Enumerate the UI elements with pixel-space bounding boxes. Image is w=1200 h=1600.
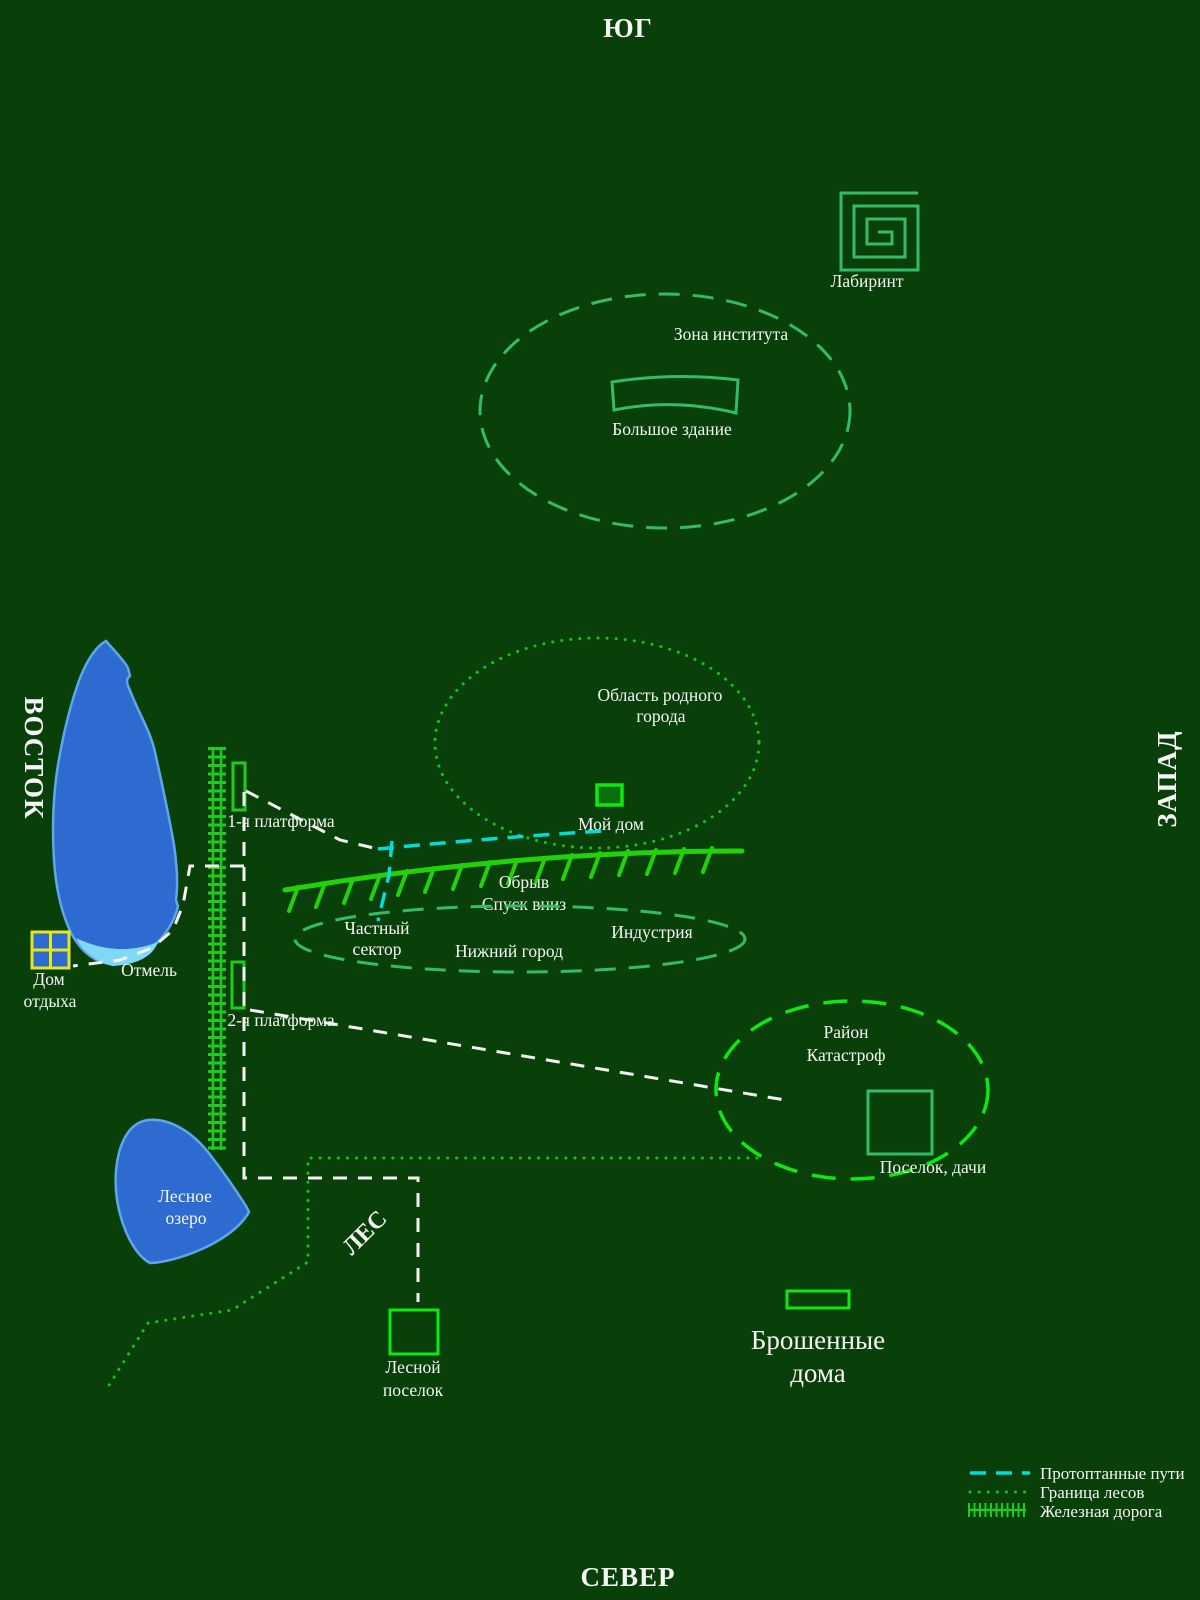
labyrinth-label: Лабиринт: [830, 271, 903, 291]
cliff-hachures: [287, 846, 714, 913]
forest-boundary-line: [104, 1156, 759, 1392]
legend-trodden-paths-label: Протоптанные пути: [1040, 1464, 1185, 1483]
home-city-label-line2: города: [636, 706, 685, 726]
lower-city-ellipse: [293, 904, 747, 974]
dacha-village-label: Поселок, дачи: [880, 1157, 986, 1177]
compass-south-label: ЮГ: [603, 13, 653, 43]
industry-label: Индустрия: [611, 922, 692, 942]
abandoned-houses-icon: [785, 1289, 851, 1310]
forest-label: ЛЕС: [338, 1206, 393, 1261]
my-home-icon: [595, 783, 624, 807]
legend-railroad-label: Железная дорога: [1040, 1502, 1163, 1521]
platform1-label: 1-я платформа: [227, 811, 335, 831]
compass-west-label: ЗАПАД: [1152, 730, 1182, 827]
rest-house-label-line1: Дом: [33, 969, 64, 989]
shoal-label: Отмель: [121, 960, 177, 980]
forest-village-label-line1: Лесной: [385, 1357, 440, 1377]
compass-north-label: СЕВЕР: [580, 1562, 675, 1592]
platform1-icon: [231, 761, 247, 812]
path-platform2-to-disaster-zone: [249, 1008, 786, 1102]
institute-zone-label: Зона института: [674, 324, 789, 344]
private-sector-label-line1: Частный: [344, 918, 409, 938]
forest-village-label-line2: поселок: [383, 1380, 444, 1400]
cliff-label-line2: Спуск вниз: [482, 894, 566, 914]
lower-city-label: Нижний город: [455, 941, 563, 961]
shoal-area: [76, 938, 158, 966]
disaster-label-line1: Район: [824, 1022, 869, 1042]
rest-house-window-cross: [32, 932, 69, 968]
institute-zone-ellipse: [478, 292, 852, 530]
forest-lake-label-line1: Лесное: [158, 1186, 212, 1206]
platform2-icon: [230, 960, 246, 1010]
home-city-ellipse: [433, 636, 761, 850]
path-railside-to-forest-village: [242, 792, 420, 1302]
path-to-rest-house: [72, 864, 244, 968]
cliff-label-line1: Обрыв: [499, 872, 549, 892]
abandoned-houses-label-line1: Брошенные: [751, 1325, 885, 1355]
cliff-line: [282, 848, 745, 893]
disaster-label-line2: Катастроф: [807, 1045, 886, 1065]
cyan-path-to-my-home: [377, 829, 604, 851]
cyan-path-down-cliff: [376, 840, 394, 922]
legend-forest-boundary-label: Граница лесов: [1040, 1483, 1144, 1502]
compass-east-label: ВОСТОК: [19, 696, 49, 819]
disaster-zone-ellipse: [714, 999, 990, 1181]
big-lake: [51, 639, 180, 966]
my-home-label: Мой дом: [578, 814, 644, 834]
platform2-label: 2-я платформа: [227, 1010, 335, 1030]
big-building-shape: [610, 374, 740, 415]
legend: Протоптанные пути Граница лесов Железная…: [968, 1464, 1185, 1521]
path-platform1-to-cliff: [245, 789, 379, 851]
rest-house-label-line2: отдыха: [24, 991, 77, 1011]
private-sector-label-line2: сектор: [353, 939, 402, 959]
dacha-village-icon: [866, 1089, 934, 1156]
forest-village-icon: [388, 1308, 440, 1356]
abandoned-houses-label-line2: дома: [790, 1358, 846, 1388]
forest-lake: [114, 1118, 251, 1265]
big-building-label: Большое здание: [612, 419, 732, 439]
home-city-label-line1: Область родного: [598, 685, 723, 705]
labyrinth-spiral-icon: [839, 191, 920, 272]
forest-lake-label-line2: озеро: [166, 1208, 207, 1228]
